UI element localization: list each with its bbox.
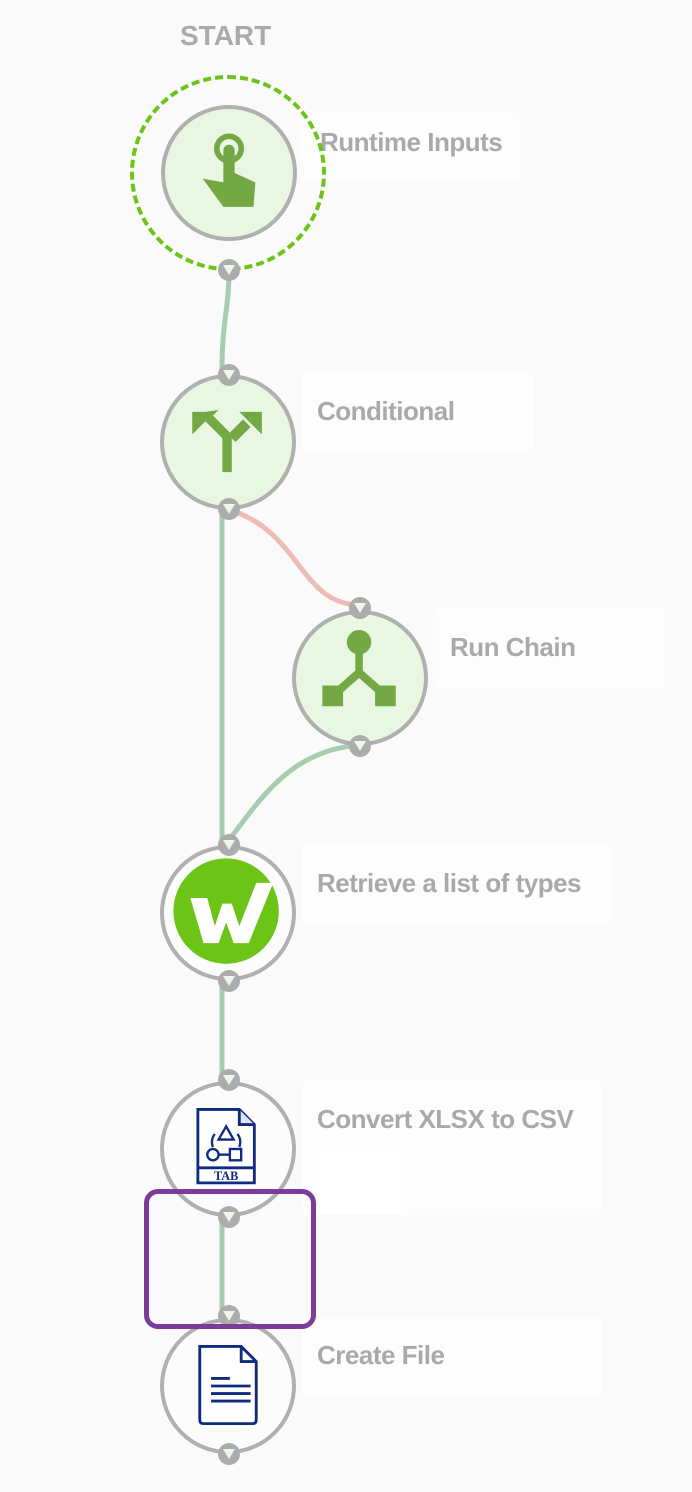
start-label: START: [180, 20, 272, 51]
node-runtime-inputs[interactable]: [161, 105, 297, 241]
node-label-run-chain[interactable]: Run Chain: [450, 632, 576, 662]
output-port[interactable]: [218, 1443, 240, 1465]
output-port[interactable]: [218, 1206, 240, 1228]
output-port[interactable]: [218, 259, 240, 281]
input-port[interactable]: [218, 1069, 240, 1091]
node-label-box: [302, 1318, 602, 1398]
document-icon: [198, 1345, 258, 1426]
input-port[interactable]: [218, 1305, 240, 1327]
chain-branch-icon: [322, 630, 396, 707]
node-label-box: [302, 843, 612, 923]
tab-file-icon: TAB: [196, 1108, 256, 1185]
node-retrieve-types[interactable]: [160, 845, 296, 981]
link-run-chain-to-retrieve[interactable]: [227, 742, 361, 842]
node-label-box: [433, 608, 665, 688]
node-label-create-file[interactable]: Create File: [317, 1340, 445, 1370]
node-label-retrieve-types[interactable]: Retrieve a list of types: [317, 868, 582, 898]
fork-arrows-icon: [192, 410, 262, 473]
input-port[interactable]: [218, 834, 240, 856]
node-label-box: [300, 112, 520, 182]
workato-w-icon: [173, 858, 279, 964]
node-label-conditional[interactable]: Conditional: [317, 396, 455, 426]
hand-pointer-icon: [202, 133, 256, 207]
node-label-runtime-inputs[interactable]: Runtime Inputs: [320, 127, 503, 157]
selected-link-highlight[interactable]: [144, 1189, 316, 1329]
link-conditional-to-run-chain[interactable]: [228, 507, 361, 608]
output-port[interactable]: [349, 735, 371, 757]
node-sublabel-box: [318, 1150, 402, 1214]
input-port[interactable]: [218, 364, 240, 386]
node-create-file[interactable]: [160, 1318, 296, 1454]
node-label-convert-xlsx[interactable]: Convert XLSX to CSV: [317, 1104, 574, 1134]
output-port[interactable]: [218, 498, 240, 520]
node-conditional[interactable]: [160, 374, 296, 510]
node-run-chain[interactable]: [292, 610, 428, 746]
link-runtime-to-conditional[interactable]: [219, 269, 232, 371]
input-port[interactable]: [349, 597, 371, 619]
output-port[interactable]: [218, 970, 240, 992]
tab-file-icon-text: TAB: [214, 1169, 238, 1183]
node-label-box: [302, 373, 534, 451]
node-convert-xlsx[interactable]: TAB: [160, 1081, 296, 1217]
